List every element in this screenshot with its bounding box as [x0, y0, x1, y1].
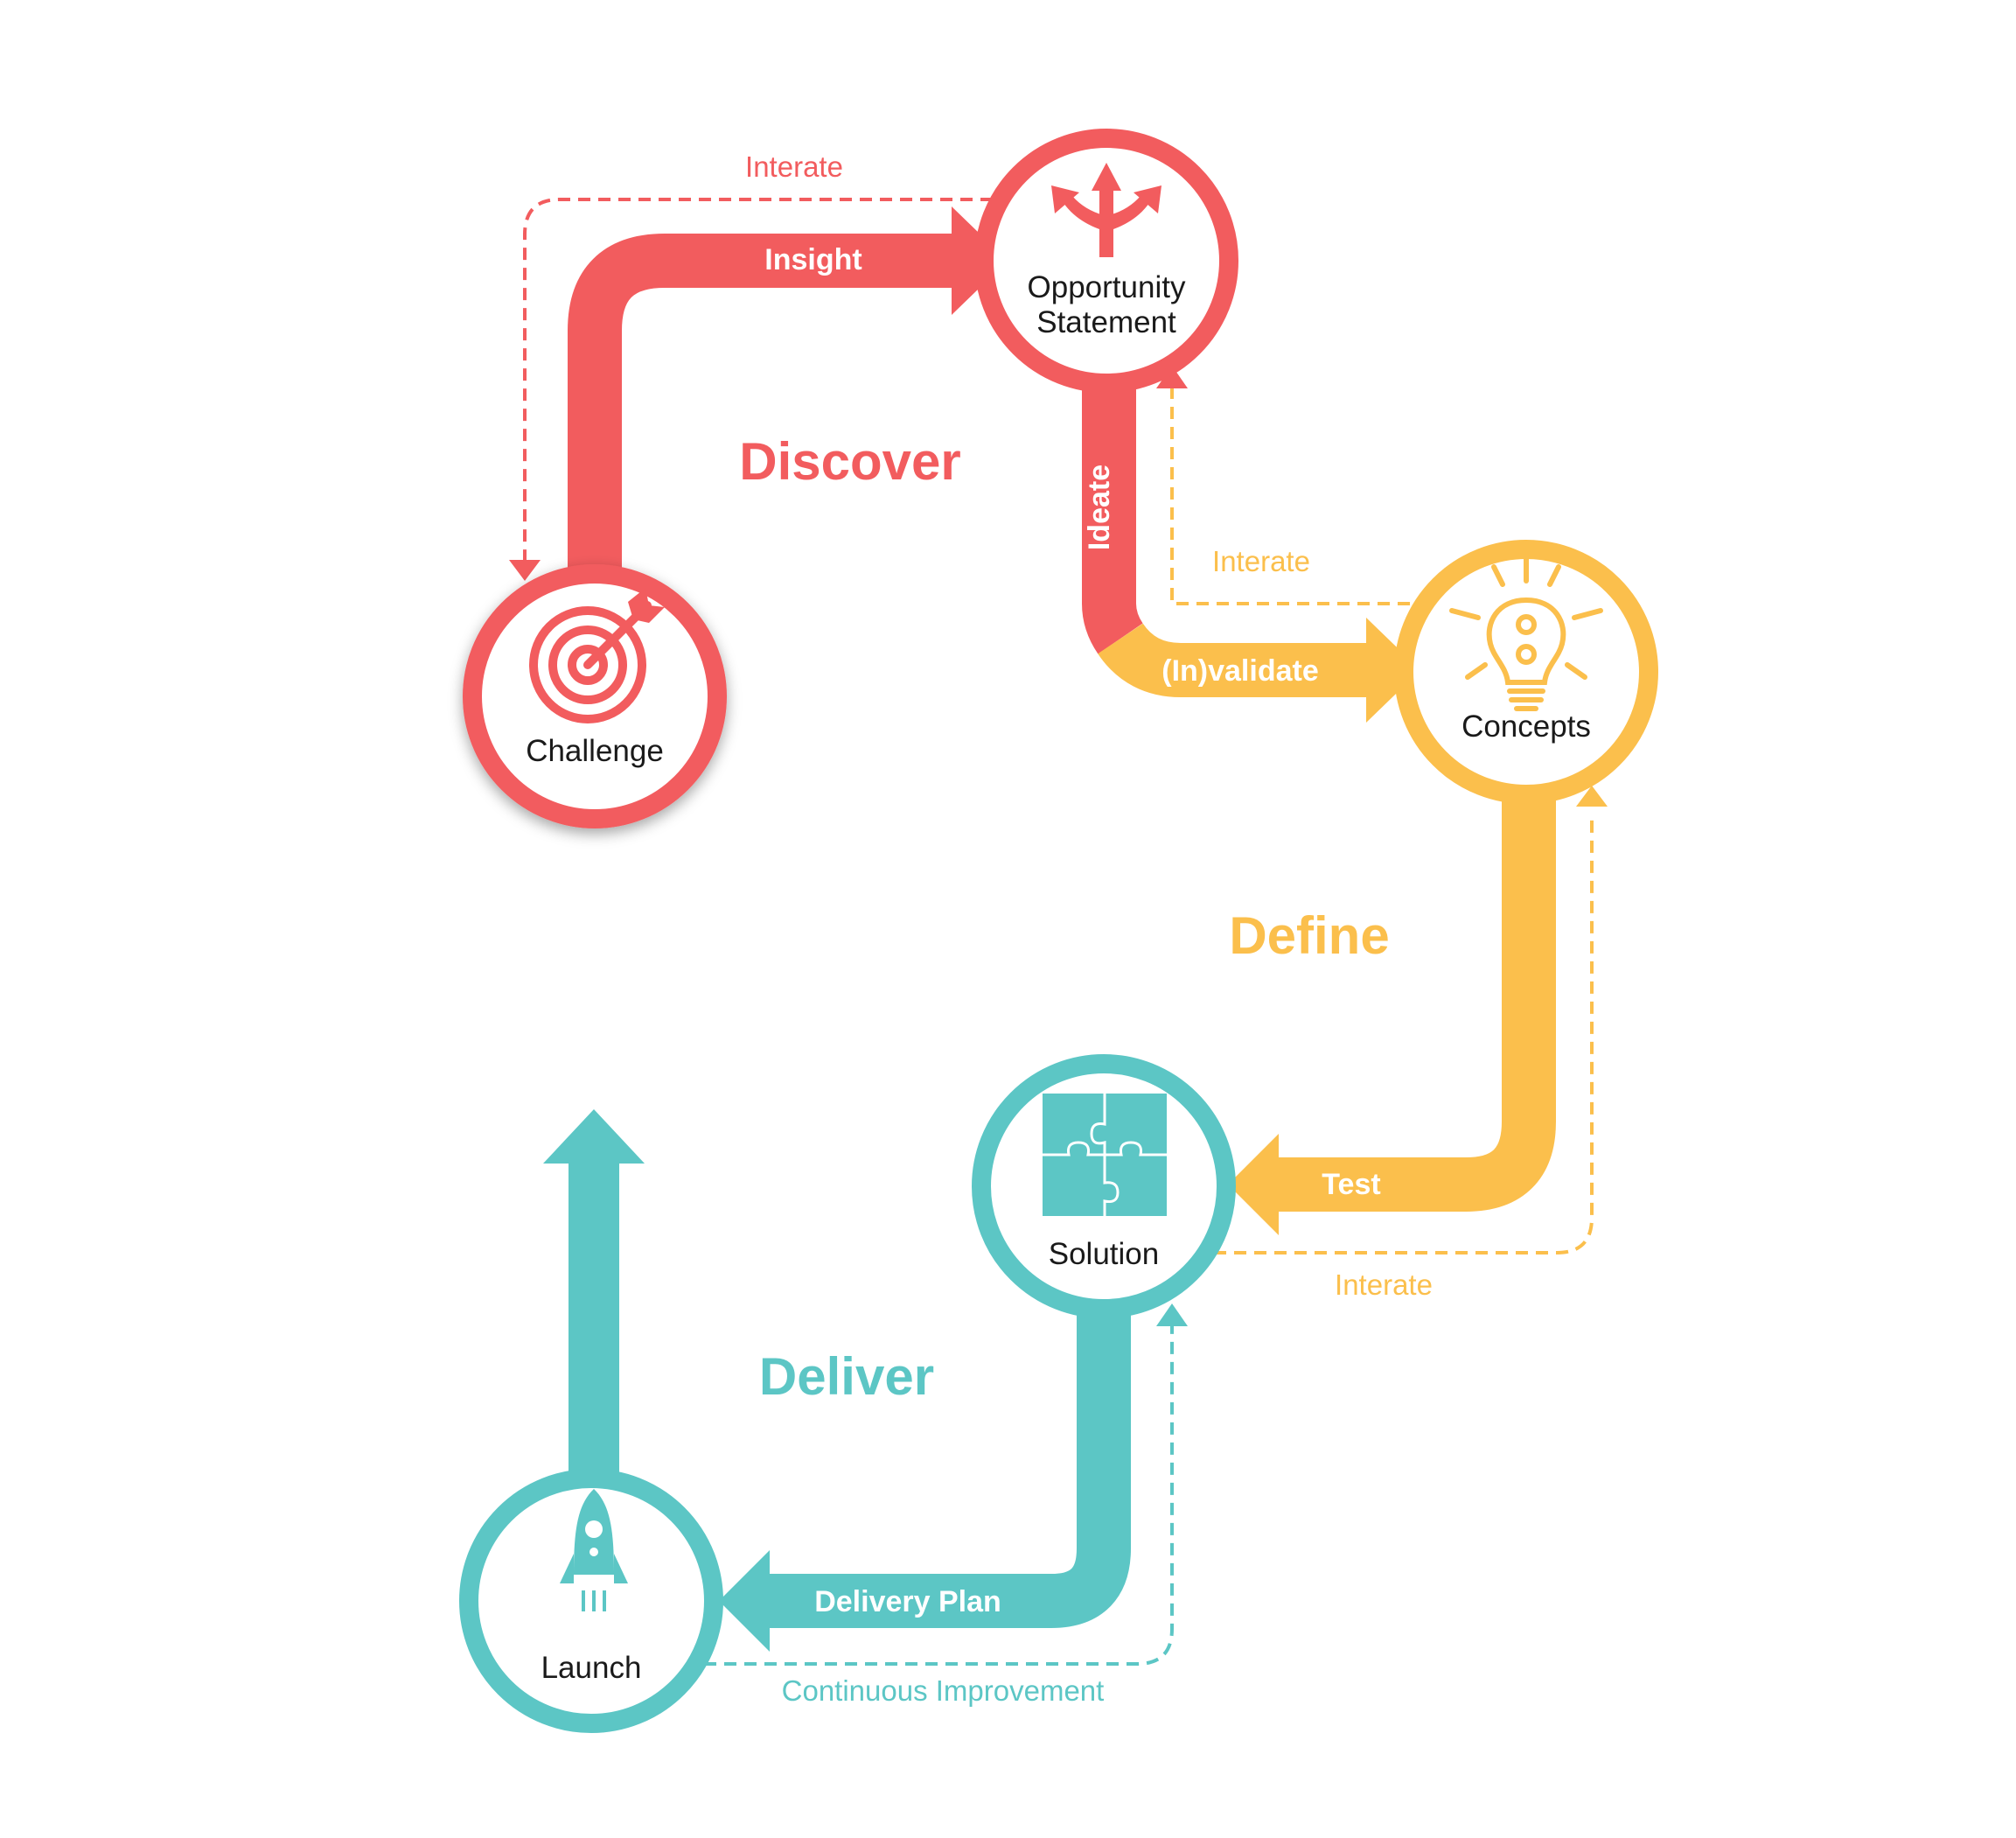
node-concepts: Concepts — [1394, 540, 1658, 804]
node-solution: Solution — [972, 1054, 1236, 1318]
solution-iterate-label: Interate — [1335, 1268, 1433, 1301]
discover-iterate-loop — [523, 198, 993, 560]
phase-discover: Discover — [739, 432, 960, 491]
node-launch: Launch — [459, 1469, 723, 1733]
diverging-arrows-icon — [1051, 163, 1161, 257]
discover-iterate-label: Interate — [745, 150, 843, 183]
opportunity-label-line1: Opportunity — [1028, 270, 1186, 304]
continuous-improvement-label: Continuous Improvement — [782, 1674, 1105, 1707]
solution-label: Solution — [1049, 1237, 1159, 1271]
puzzle-icon — [1043, 1094, 1167, 1216]
iteration-loops — [509, 198, 1608, 1666]
define-iterate-label: Interate — [1212, 545, 1310, 577]
phase-deliver: Deliver — [759, 1347, 934, 1406]
delivery-plan-arrowhead — [719, 1550, 770, 1652]
ideate-arrow-body — [1082, 378, 1144, 654]
test-label: Test — [1322, 1168, 1380, 1201]
opportunity-label-line2: Statement — [1036, 305, 1176, 339]
continuous-improvement-loop — [704, 1326, 1174, 1666]
invalidate-label: (In)validate — [1161, 654, 1318, 688]
phase-titles: Discover Define Deliver — [739, 432, 1389, 1406]
continuous-improvement-arrowhead — [1156, 1303, 1188, 1326]
concepts-label: Concepts — [1461, 709, 1591, 744]
define-iterate-loop — [1170, 387, 1410, 605]
discover-iterate-arrowhead — [509, 560, 541, 581]
launch-arrowhead — [543, 1109, 645, 1164]
test-arrow-body — [1270, 800, 1556, 1212]
invalidate-arrowhead — [1366, 618, 1420, 723]
solution-iterate-loop — [1214, 814, 1594, 1254]
flow-arrows — [543, 206, 1556, 1652]
loop-labels: Interate Interate Interate Continuous Im… — [745, 150, 1433, 1707]
node-opportunity-statement: Opportunity Statement — [974, 129, 1238, 393]
insight-label: Insight — [764, 243, 862, 276]
ideate-label: Ideate — [1083, 465, 1116, 550]
target-icon — [529, 588, 665, 723]
lightbulb-gears-icon — [1449, 556, 1603, 711]
arrow-labels: Insight Ideate (In)validate Test Deliver… — [764, 243, 1380, 1618]
solution-iterate-arrowhead — [1576, 786, 1608, 807]
delivery-plan-label: Delivery Plan — [814, 1585, 1001, 1618]
delivery-plan-arrow-body — [761, 1312, 1131, 1628]
test-arrowhead — [1228, 1134, 1279, 1235]
invalidate-arrow-body — [1098, 622, 1375, 697]
node-challenge: Challenge — [463, 564, 727, 828]
launch-label: Launch — [541, 1651, 642, 1685]
insight-arrow-body — [568, 234, 960, 595]
launch-arrow-body — [569, 1155, 619, 1487]
challenge-label: Challenge — [526, 734, 664, 768]
phase-define: Define — [1229, 906, 1389, 965]
rocket-icon — [560, 1489, 628, 1611]
define-iterate-arrowhead — [1156, 366, 1188, 388]
